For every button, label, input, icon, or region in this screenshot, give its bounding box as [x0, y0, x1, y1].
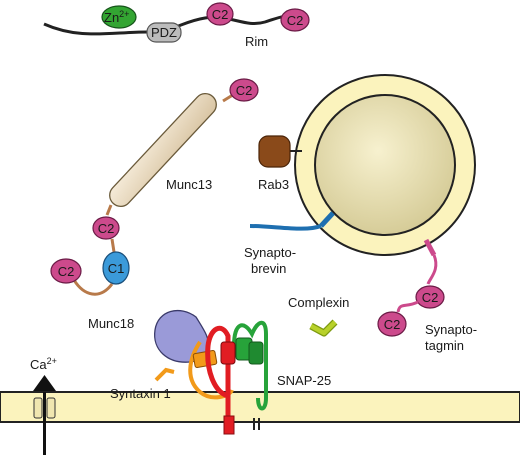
rab3-body [258, 135, 291, 168]
rim-c2b-label: C2 [287, 13, 304, 28]
pdz-domain [146, 22, 182, 43]
synaptotagmin-c2a-domain [415, 285, 445, 309]
munc13-c2-left-domain [50, 258, 82, 284]
pdz-label: PDZ [151, 25, 177, 40]
calcium-influx-arrow-icon [33, 375, 56, 391]
rim-c2a-domain [206, 2, 234, 26]
synaptotagmin-protein: C2 C2 Synapto- tagmin [377, 238, 477, 353]
syntaxin-label: Syntaxin 1 [110, 386, 171, 401]
munc13-label: Munc13 [166, 177, 212, 192]
munc13-c2-top-label: C2 [236, 83, 253, 98]
synaptobrevin-label-line1: Synapto- [244, 245, 296, 260]
synaptobrevin-label-line2: brevin [251, 261, 286, 276]
munc13-c2-left-label: C2 [58, 264, 75, 279]
rim-c2b-domain [280, 8, 310, 32]
synaptotagmin-label-line2: tagmin [425, 338, 464, 353]
rim-protein: Zn2+ PDZ C2 C2 Rim [43, 2, 310, 49]
munc13-c1-domain [102, 251, 130, 285]
munc13-c2-lower-label: C2 [98, 221, 115, 236]
zinc-finger-label: Zn2+ [104, 9, 129, 25]
rab3-protein: Rab3 [258, 135, 302, 192]
synaptic-vesicle [294, 74, 476, 256]
rim-c2a-label: C2 [212, 7, 229, 22]
synaptotagmin-c2a-label: C2 [422, 290, 439, 305]
munc18-label: Munc18 [88, 316, 134, 331]
munc13-c1-label: C1 [108, 261, 125, 276]
munc13-mun-domain [109, 93, 217, 207]
zinc-finger-domain [101, 5, 137, 29]
rab3-label: Rab3 [258, 177, 289, 192]
munc13-c2-top-domain [229, 78, 259, 102]
synaptotagmin-c2b-domain [377, 311, 407, 337]
calcium-label: Ca2+ [30, 356, 57, 372]
snare-complex: Munc18 Syntaxin 1 SNAP-25 [88, 309, 331, 435]
munc13-c2-lower-domain [92, 216, 120, 240]
snap25-label: SNAP-25 [277, 373, 331, 388]
rim-label: Rim [245, 34, 268, 49]
calcium-channel: Ca2+ [30, 356, 57, 455]
synaptobrevin-protein: Synapto- brevin [244, 211, 335, 276]
complexin-label: Complexin [288, 295, 349, 310]
synaptotagmin-label-line1: Synapto- [425, 322, 477, 337]
synaptotagmin-c2b-label: C2 [384, 317, 401, 332]
complexin-protein: Complexin [288, 295, 349, 337]
munc13-protein: C2 Munc13 C2 C1 C2 [50, 78, 259, 296]
